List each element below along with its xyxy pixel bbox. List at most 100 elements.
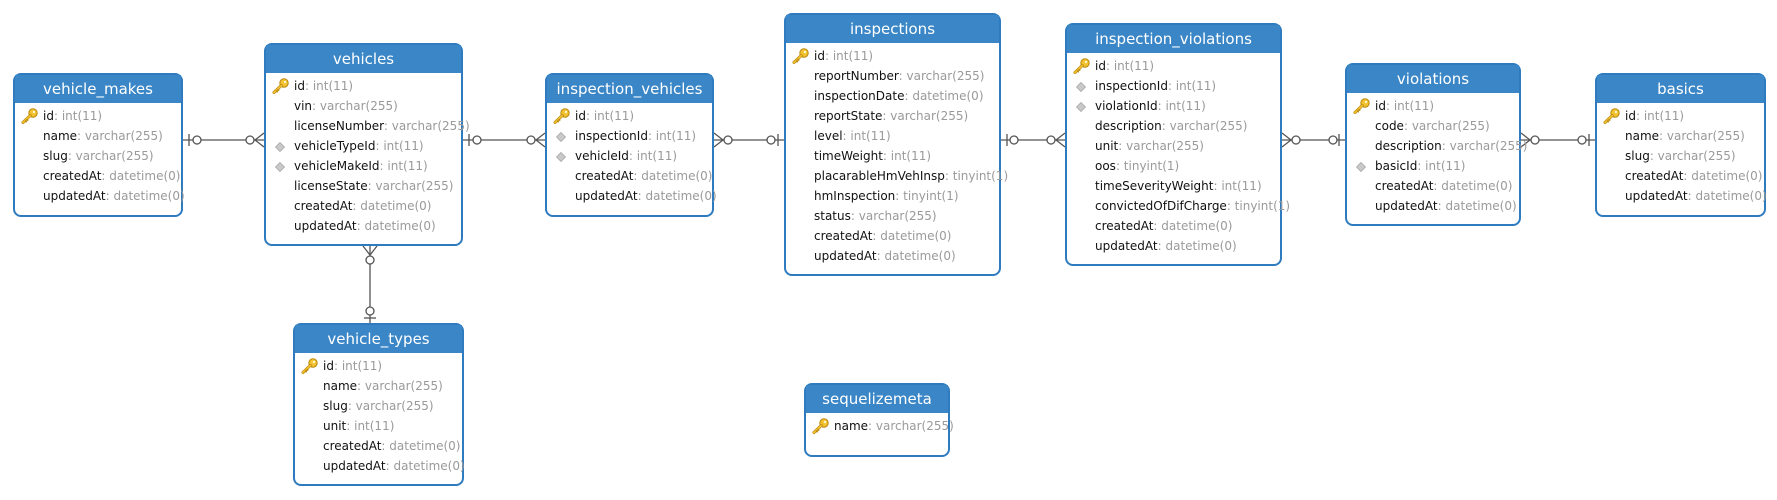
column-name: createdAt (294, 199, 353, 213)
column-row[interactable]: updatedAt: datetime(0) (266, 216, 461, 236)
column-row[interactable]: inspectionDate: datetime(0) (786, 86, 999, 106)
column-separator: : (647, 129, 656, 143)
column-name: inspectionId (575, 129, 648, 143)
column-separator: : (628, 149, 637, 163)
column-row[interactable]: updatedAt: datetime(0) (786, 246, 999, 266)
column-row[interactable]: createdAt: datetime(0) (15, 166, 181, 186)
column-row[interactable]: id: int(11) (1347, 96, 1519, 116)
table-violations[interactable]: violations id: int(11)code: varchar(255)… (1345, 63, 1527, 226)
column-row[interactable]: id: int(11) (15, 106, 181, 126)
column-separator: : (381, 439, 390, 453)
column-row[interactable]: updatedAt: datetime(0) (1067, 236, 1280, 256)
column-type: varchar(255) (1411, 119, 1490, 133)
column-row[interactable]: slug: varchar(255) (1597, 146, 1764, 166)
column-row[interactable]: id: int(11) (266, 76, 461, 96)
column-row[interactable]: timeSeverityWeight: int(11) (1067, 176, 1280, 196)
table-title: violations (1347, 65, 1519, 93)
column-row[interactable]: createdAt: datetime(0) (547, 166, 712, 186)
column-row[interactable]: createdAt: datetime(0) (295, 436, 462, 456)
column-type: datetime(0) (1691, 169, 1763, 183)
column-row[interactable]: description: varchar(255) (1067, 116, 1280, 136)
table-inspection-vehicles[interactable]: inspection_vehicles id: int(11)inspectio… (545, 73, 717, 217)
column-row[interactable]: unit: int(11) (295, 416, 462, 436)
column-row[interactable]: unit: varchar(255) (1067, 136, 1280, 156)
column-row[interactable]: createdAt: datetime(0) (266, 196, 461, 216)
column-separator: : (1437, 199, 1446, 213)
column-name: createdAt (575, 169, 634, 183)
column-row[interactable]: updatedAt: datetime(0) (1597, 186, 1767, 206)
column-separator: : (357, 379, 365, 393)
column-name: updatedAt (43, 189, 106, 203)
column-row[interactable]: licenseState: varchar(255) (266, 176, 461, 196)
column-row[interactable]: updatedAt: datetime(0) (15, 186, 185, 206)
column-type: int(11) (850, 129, 891, 143)
column-type: int(11) (61, 109, 103, 123)
table-vehicles[interactable]: vehicles id: int(11)vin: varchar(255)lic… (264, 43, 470, 246)
column-row[interactable]: updatedAt: datetime(0) (547, 186, 717, 206)
table-inspection-violations[interactable]: inspection_violations id: int(11)inspect… (1065, 23, 1290, 266)
column-type: varchar(255) (875, 419, 954, 433)
column-row[interactable]: createdAt: datetime(0) (786, 226, 999, 246)
table-sequelizemeta[interactable]: sequelizemeta name: varchar(255) (804, 383, 954, 457)
key-icon (812, 418, 829, 434)
column-row[interactable]: hmInspection: tinyint(1) (786, 186, 999, 206)
column-row[interactable]: description: varchar(255) (1347, 136, 1527, 156)
column-separator: : (1115, 159, 1124, 173)
column-separator: : (356, 219, 365, 233)
column-row[interactable]: slug: varchar(255) (295, 396, 462, 416)
column-row[interactable]: vehicleMakeId: int(11) (266, 156, 461, 176)
relation-basics-violations (1520, 132, 1595, 148)
table-basics[interactable]: basics id: int(11)name: varchar(255)slug… (1595, 73, 1767, 217)
column-row[interactable]: name: varchar(255) (295, 376, 462, 396)
column-row[interactable]: createdAt: datetime(0) (1597, 166, 1764, 186)
column-row[interactable]: placarableHmVehInsp: tinyint(1) (786, 166, 1008, 186)
column-row[interactable]: id: int(11) (786, 46, 999, 66)
column-row[interactable]: basicId: int(11) (1347, 156, 1519, 176)
column-row[interactable]: vehicleId: int(11) (547, 146, 712, 166)
column-row[interactable]: reportState: varchar(255) (786, 106, 999, 126)
column-row[interactable]: id: int(11) (1067, 56, 1280, 76)
column-row[interactable]: name: varchar(255) (15, 126, 181, 146)
column-row[interactable]: name: varchar(255) (1597, 126, 1764, 146)
column-row[interactable]: id: int(11) (1597, 106, 1764, 126)
column-row[interactable]: vin: varchar(255) (266, 96, 461, 116)
column-row[interactable]: createdAt: datetime(0) (1067, 216, 1280, 236)
column-row[interactable]: updatedAt: datetime(0) (295, 456, 465, 476)
column-row[interactable]: slug: varchar(255) (15, 146, 181, 166)
column-row[interactable]: inspectionId: int(11) (547, 126, 712, 146)
key-icon (1353, 98, 1370, 114)
column-row[interactable]: licenseNumber: varchar(255) (266, 116, 470, 136)
column-type: int(11) (1393, 99, 1435, 113)
column-type: int(11) (890, 149, 932, 163)
column-row[interactable]: vehicleTypeId: int(11) (266, 136, 461, 156)
column-separator: : (1213, 179, 1222, 193)
column-separator: : (1659, 129, 1667, 143)
column-type: datetime(0) (1695, 189, 1767, 203)
column-name: id (1095, 59, 1106, 73)
table-vehicle-makes[interactable]: vehicle_makes id: int(11)name: varchar(2… (13, 73, 185, 217)
column-row[interactable]: violationId: int(11) (1067, 96, 1280, 116)
table-inspections[interactable]: inspections id: int(11)reportNumber: var… (784, 13, 1008, 276)
column-row[interactable]: status: varchar(255) (786, 206, 999, 226)
column-separator: : (347, 399, 356, 413)
column-type: int(11) (636, 149, 678, 163)
column-row[interactable]: reportNumber: varchar(255) (786, 66, 999, 86)
column-row[interactable]: inspectionId: int(11) (1067, 76, 1280, 96)
column-row[interactable]: oos: tinyint(1) (1067, 156, 1280, 176)
column-row[interactable]: name: varchar(255) (806, 416, 954, 436)
column-row[interactable]: createdAt: datetime(0) (1347, 176, 1519, 196)
column-row[interactable]: code: varchar(255) (1347, 116, 1519, 136)
column-row[interactable]: updatedAt: datetime(0) (1347, 196, 1519, 216)
column-row[interactable]: level: int(11) (786, 126, 999, 146)
column-row[interactable]: id: int(11) (547, 106, 712, 126)
column-type: varchar(255) (1169, 119, 1248, 133)
column-row[interactable]: convictedOfDifCharge: tinyint(1) (1067, 196, 1290, 216)
column-row[interactable]: timeWeight: int(11) (786, 146, 999, 166)
table-title: sequelizemeta (806, 385, 948, 413)
column-name: updatedAt (1625, 189, 1688, 203)
key-icon (792, 48, 809, 64)
column-row[interactable]: id: int(11) (295, 356, 462, 376)
column-type: datetime(0) (393, 459, 465, 473)
column-name: timeWeight (814, 149, 883, 163)
table-vehicle-types[interactable]: vehicle_types id: int(11)name: varchar(2… (293, 323, 465, 486)
